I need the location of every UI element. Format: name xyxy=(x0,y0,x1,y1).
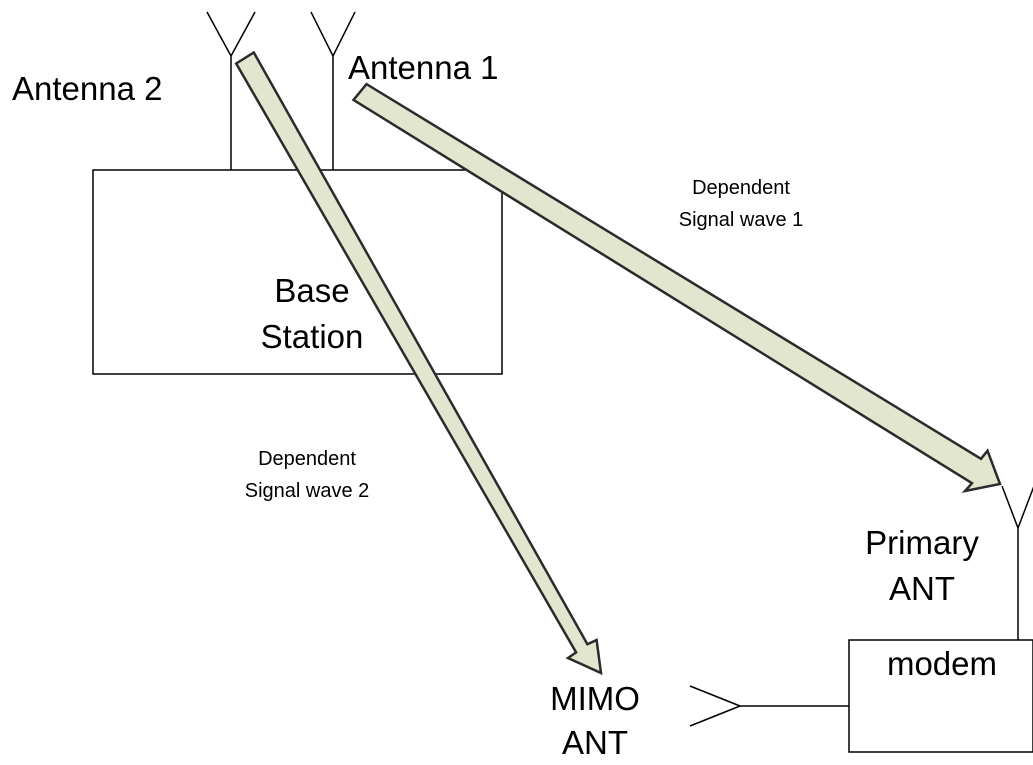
primary-ant-label-line2: ANT xyxy=(889,570,955,607)
mimo-ant-label-line2: ANT xyxy=(562,724,628,761)
signal-wave-1-label-line1: Dependent xyxy=(692,177,790,199)
antenna-2-icon xyxy=(206,11,256,170)
antenna-1-label: Antenna 1 xyxy=(348,49,498,86)
modem-box xyxy=(848,639,1033,753)
base-station-box xyxy=(92,169,503,375)
primary-ant-label-line1: Primary xyxy=(865,524,979,561)
primary-antenna-icon xyxy=(1001,485,1033,640)
modem-label: modem xyxy=(887,645,997,682)
signal-wave-2-label-line1: Dependent xyxy=(258,448,356,470)
signal-wave-1-label-line2: Signal wave 1 xyxy=(679,209,804,231)
signal-wave-2-label-line2: Signal wave 2 xyxy=(245,480,370,502)
mimo-ant-label-line1: MIMO xyxy=(550,680,640,717)
mimo-antenna-icon xyxy=(689,685,849,727)
signal-wave-2-arrow xyxy=(234,50,603,676)
antenna-1-icon xyxy=(310,11,356,170)
signal-wave-1-arrow xyxy=(351,82,1002,493)
base-station-label-line2: Station xyxy=(261,318,364,355)
antenna-2-label: Antenna 2 xyxy=(12,70,162,107)
base-station-label-line1: Base xyxy=(274,272,349,309)
